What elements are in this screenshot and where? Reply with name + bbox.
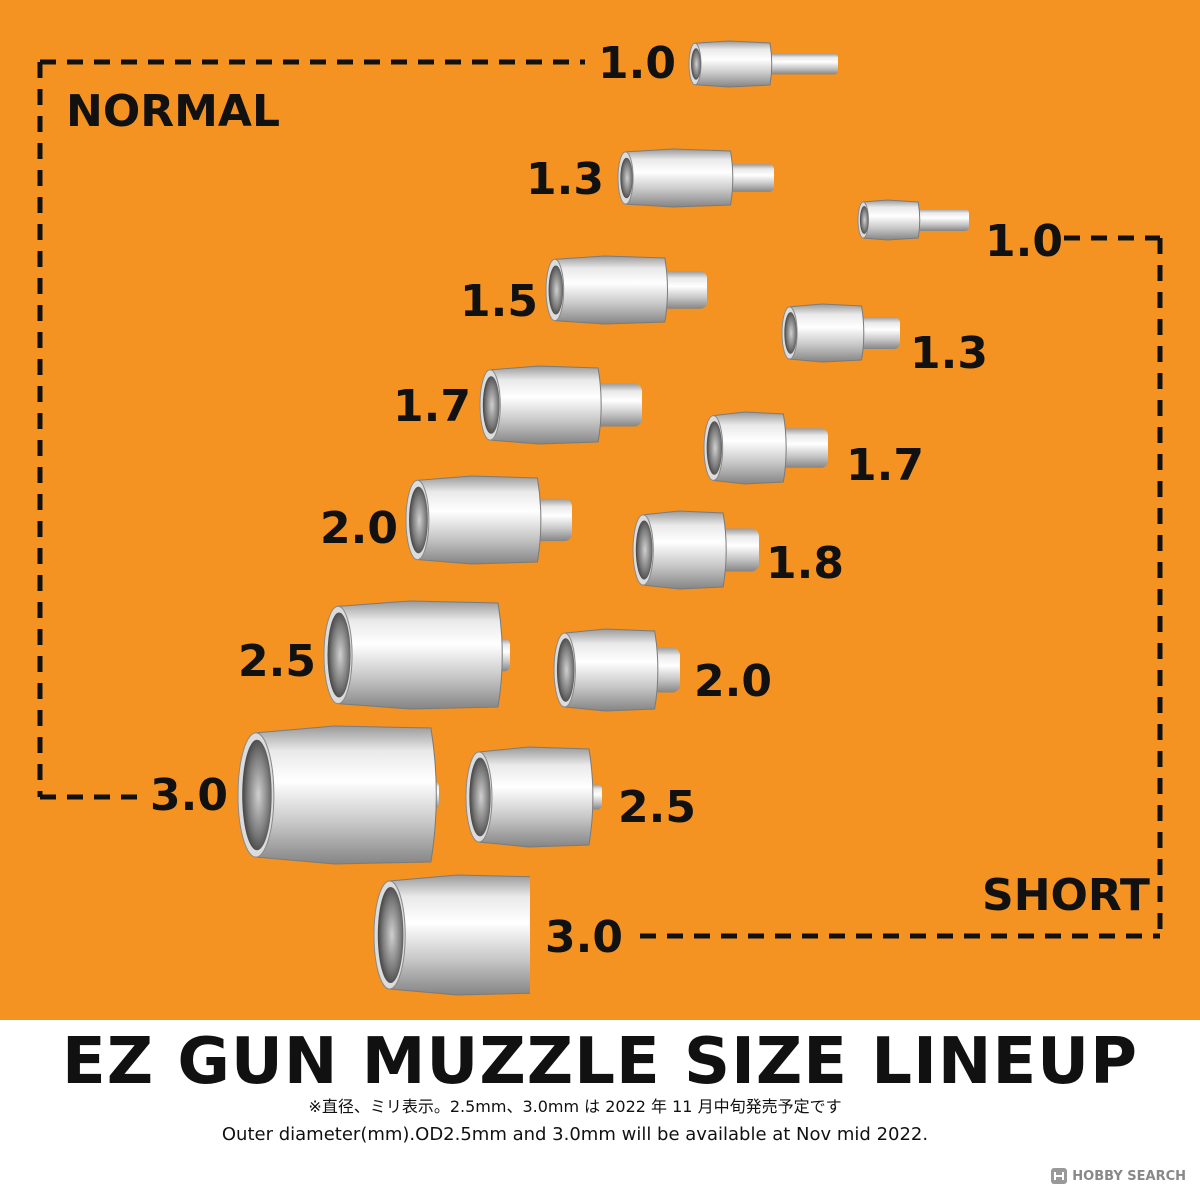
muzzle-tip	[594, 383, 642, 427]
short-size-label: 1.0	[985, 216, 1063, 267]
short-muzzle-icon	[857, 199, 969, 241]
muzzle-tip	[719, 528, 759, 572]
normal-size-label: 3.0	[150, 770, 228, 821]
hobby-search-logo-icon	[1051, 1168, 1068, 1184]
muzzle-bore	[691, 48, 701, 80]
short-size-label: 1.7	[846, 440, 924, 491]
short-size-label: 1.8	[766, 538, 844, 589]
normal-size-label: 1.7	[393, 381, 471, 432]
muzzle-bore	[548, 265, 564, 315]
muzzle-bore	[482, 376, 500, 434]
dashed-frame	[37, 59, 1163, 939]
normal-size-label: 2.0	[320, 503, 398, 554]
muzzle-tip	[914, 209, 969, 231]
muzzle-tip	[726, 164, 774, 192]
normal-group-title: NORMAL	[66, 86, 280, 137]
footer	[0, 1020, 1200, 1200]
normal-size-label: 1.5	[460, 276, 538, 327]
muzzle-tip	[765, 53, 838, 75]
short-muzzle-icon	[553, 628, 680, 712]
normal-muzzle-icon	[323, 600, 510, 710]
page-title: EZ GUN MUZZLE SIZE LINEUP	[61, 1025, 1139, 1099]
muzzle-body	[564, 628, 659, 712]
normal-muzzle-icon	[617, 148, 774, 208]
muzzle-tip	[660, 271, 707, 309]
short-size-label: 1.3	[910, 328, 988, 379]
muzzle-bore	[242, 739, 272, 851]
availability-note-english: Outer diameter(mm).OD2.5mm and 3.0mm wil…	[221, 1124, 929, 1145]
normal-muzzle-icon	[545, 255, 707, 325]
muzzle-bore	[635, 520, 653, 580]
normal-muzzle-icon	[405, 475, 572, 565]
muzzle-bore	[859, 206, 869, 234]
muzzle-bore	[706, 421, 723, 475]
availability-note-japanese: ※直径、ミリ表示。2.5mm、3.0mm は 2022 年 11 月中旬発売予定…	[308, 1097, 842, 1116]
normal-size-label: 1.0	[598, 38, 676, 89]
normal-muzzle-icon	[688, 40, 838, 88]
short-size-label: 2.5	[618, 782, 696, 833]
short-muzzle-icon	[373, 874, 530, 996]
muzzle-body	[625, 148, 734, 208]
muzzle-tip	[779, 428, 828, 468]
short-size-label: 2.0	[694, 656, 772, 707]
muzzle-body	[642, 510, 727, 590]
short-muzzle-icon	[465, 746, 602, 848]
muzzle-bore	[377, 886, 404, 984]
product-lineup-panel: NORMAL SHORT 1.0 1.3 1.5 1.7 2.0 2.5 3.0…	[0, 0, 1200, 1020]
watermark-text: HOBBY SEARCH	[1072, 1168, 1186, 1184]
muzzle-body	[862, 199, 921, 241]
normal-muzzle-icon	[237, 725, 439, 865]
muzzle-body	[489, 365, 602, 445]
muzzle-bore	[409, 486, 428, 554]
muzzle-body	[712, 411, 787, 485]
normal-size-label: 1.3	[526, 154, 604, 205]
short-muzzle-icon	[632, 510, 759, 590]
muzzle-bore	[469, 757, 491, 837]
muzzle-body	[694, 40, 773, 88]
normal-size-label: 2.5	[238, 636, 316, 687]
short-muzzle-icon	[781, 303, 900, 363]
short-muzzle-icon	[703, 411, 828, 485]
muzzle-tip	[533, 498, 572, 542]
muzzle-body	[478, 746, 594, 848]
muzzle-tip	[857, 317, 900, 349]
short-group-title: SHORT	[982, 870, 1150, 921]
muzzle-body	[554, 255, 668, 325]
muzzle-bore	[620, 157, 633, 199]
muzzle-body	[337, 600, 503, 710]
muzzle-body	[789, 303, 865, 363]
muzzle-bore	[327, 612, 351, 698]
muzzle-body	[416, 475, 542, 565]
normal-muzzle-icon	[479, 365, 642, 445]
muzzle-bore	[784, 312, 797, 354]
muzzle-body	[255, 725, 437, 865]
watermark: HOBBY SEARCH	[1051, 1168, 1186, 1184]
muzzle-body	[389, 874, 530, 996]
muzzle-bore	[556, 638, 575, 702]
short-size-label: 3.0	[545, 912, 623, 963]
